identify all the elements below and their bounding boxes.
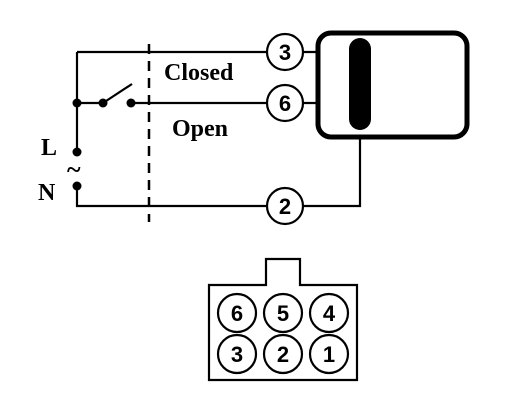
closed-label: Closed: [164, 60, 234, 86]
connector-pin-6: 6: [216, 292, 258, 334]
connector-pin-3: 3: [216, 333, 258, 375]
connector-pin-1: 1: [308, 333, 350, 375]
line-bus: [72, 50, 266, 157]
neutral-label: N: [38, 180, 56, 206]
svg-text:4: 4: [323, 301, 336, 326]
line-label: L: [41, 135, 57, 161]
junction-node: [72, 98, 82, 108]
svg-text:6: 6: [231, 301, 243, 326]
ac-tilde-symbol: ~: [67, 155, 81, 184]
device-housing: [315, 30, 470, 140]
neutral-wire: [72, 181, 266, 208]
svg-text:3: 3: [231, 342, 243, 367]
open-label: Open: [172, 116, 228, 142]
device-contact-bar: [349, 38, 371, 130]
switch-contact: [98, 83, 266, 108]
terminal-3: 3: [265, 32, 305, 72]
connector-pin-5: 5: [262, 292, 304, 334]
line-terminal-dot: [72, 147, 82, 157]
connector-pin-4: 4: [308, 292, 350, 334]
terminal-6: 6: [265, 83, 305, 123]
svg-text:3: 3: [279, 40, 291, 65]
connector-pins: 6 5 4 3 2 1: [216, 292, 350, 375]
connector-housing: [207, 257, 359, 382]
connector-pin-2: 2: [262, 333, 304, 375]
svg-text:1: 1: [323, 342, 335, 367]
svg-text:2: 2: [277, 342, 289, 367]
terminal-2: 2: [265, 186, 305, 226]
svg-text:2: 2: [279, 194, 291, 219]
svg-text:6: 6: [279, 91, 291, 116]
svg-text:5: 5: [277, 301, 289, 326]
